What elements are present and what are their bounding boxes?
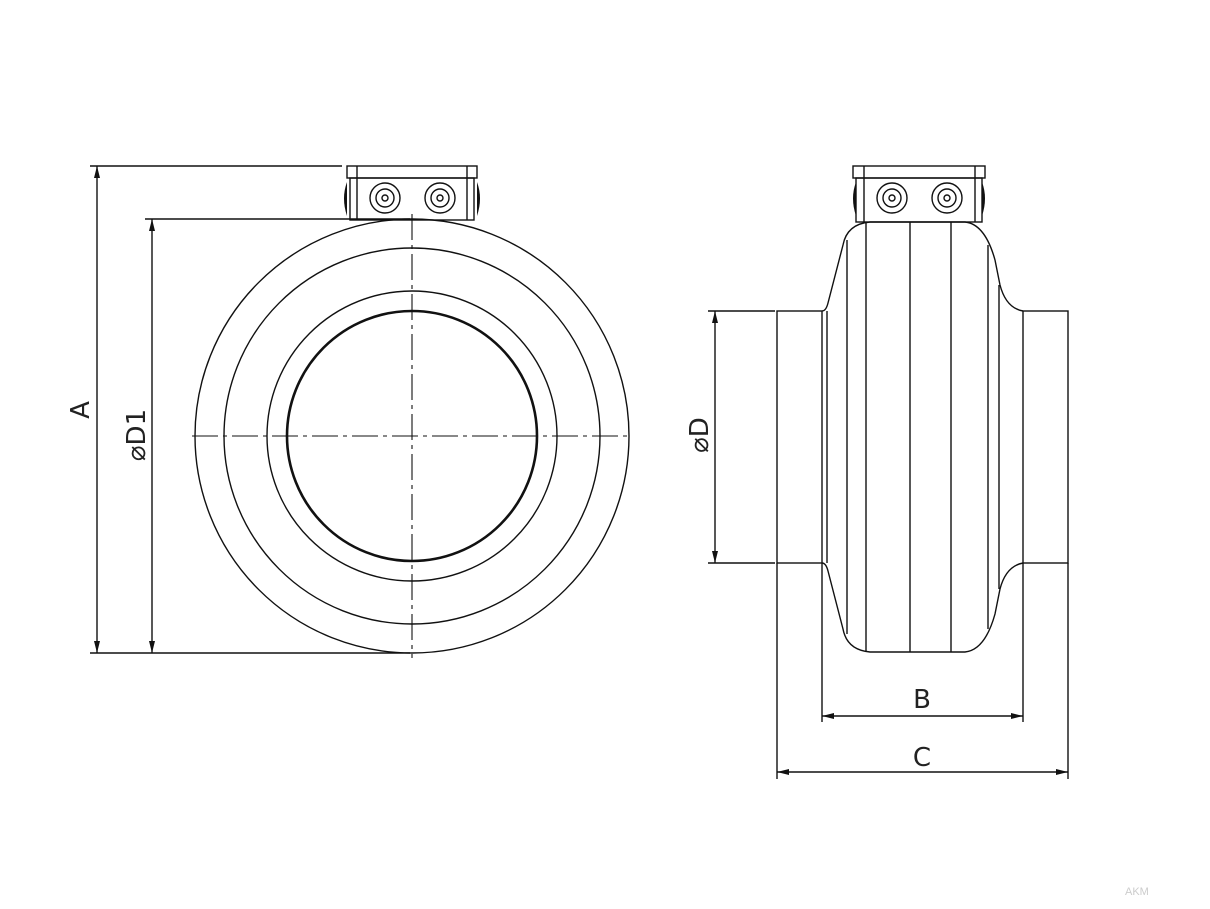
cable-gland-icon: [369, 182, 401, 214]
dimension-D1: [145, 218, 410, 653]
housing-bottom-outline: [821, 562, 1024, 653]
left-duct-collar: [776, 310, 823, 564]
junction-box-side: [852, 165, 986, 223]
front-view: [192, 165, 632, 658]
dimension-label-D: ⌀D: [685, 417, 715, 453]
dimension-A: [90, 165, 410, 654]
dimension-label-A: A: [66, 401, 96, 419]
dimension-B: [821, 563, 1024, 722]
dimension-C: [776, 563, 1069, 779]
housing-top-outline: [821, 221, 1024, 312]
cable-gland-icon: [424, 182, 456, 214]
dimension-label-B: B: [913, 685, 931, 715]
dimension-D: [708, 310, 775, 564]
dimension-label-C: C: [913, 743, 931, 773]
cable-gland-icon: [876, 182, 908, 214]
right-duct-collar: [1022, 310, 1069, 564]
watermark: AKM: [1125, 886, 1149, 898]
cable-gland-icon: [931, 182, 963, 214]
dimension-label-D1: ⌀D1: [122, 409, 152, 461]
junction-box-front: [344, 165, 480, 221]
side-view: [776, 165, 1069, 653]
